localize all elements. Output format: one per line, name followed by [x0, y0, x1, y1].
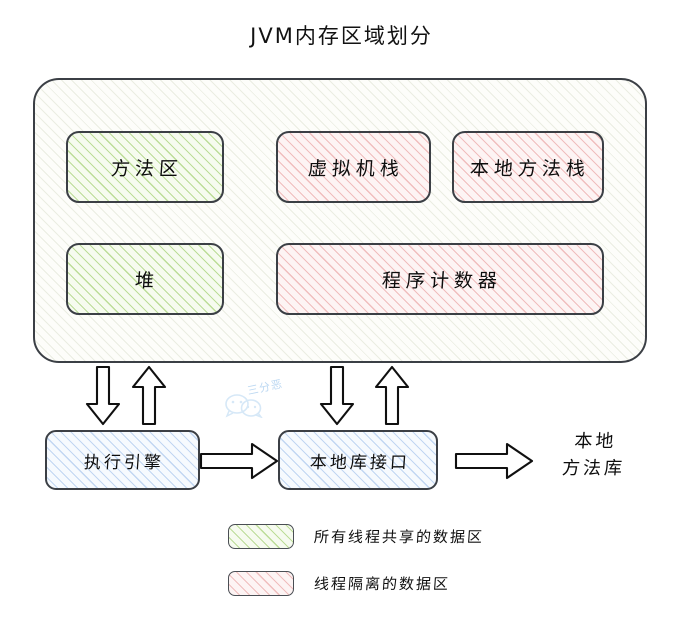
native-method-library-line-1: 本地: [573, 431, 618, 452]
legend: 所有线程共享的数据区 线程隔离的数据区: [228, 521, 485, 615]
vm-stack-label: 虚拟机栈: [307, 157, 405, 180]
arrow-down-icon-right: [319, 365, 355, 426]
arrow-right-icon-engine-to-interface: [199, 442, 279, 480]
method-area-label: 方法区: [110, 157, 185, 180]
native-method-stack-label: 本地方法栈: [469, 157, 592, 180]
program-counter-box[interactable]: 程序计数器: [276, 243, 604, 315]
page-title: JVM内存区域划分: [250, 24, 433, 48]
arrow-up-icon-right: [374, 365, 410, 426]
legend-row-isolated: 线程隔离的数据区: [228, 568, 484, 598]
execution-engine-label: 执行引擎: [83, 452, 165, 473]
legend-row-shared: 所有线程共享的数据区: [228, 521, 485, 551]
native-method-library-line-2: 方法库: [561, 458, 626, 479]
execution-engine-box[interactable]: 执行引擎: [45, 430, 200, 490]
legend-swatch-isolated: [228, 570, 294, 596]
legend-swatch-shared: [228, 523, 294, 549]
native-library-interface-box[interactable]: 本地库接口: [278, 430, 438, 490]
arrow-up-icon-left: [131, 365, 167, 426]
native-library-interface-label: 本地库接口: [308, 452, 411, 473]
native-method-stack-box[interactable]: 本地方法栈: [452, 131, 604, 203]
legend-label-isolated: 线程隔离的数据区: [313, 574, 451, 593]
heap-label: 堆: [134, 269, 161, 292]
runtime-data-area-container: [33, 78, 647, 363]
watermark-text: 三分恶: [246, 377, 285, 398]
vm-stack-box[interactable]: 虚拟机栈: [276, 131, 431, 203]
legend-label-shared: 所有线程共享的数据区: [313, 527, 485, 546]
arrow-down-icon-left: [85, 365, 121, 426]
heap-box[interactable]: 堆: [66, 243, 224, 315]
native-method-library-label: 本地 方法库: [536, 428, 650, 482]
method-area-box[interactable]: 方法区: [66, 131, 224, 203]
arrow-right-icon-interface-to-library: [454, 442, 534, 480]
wechat-watermark-icon: [225, 394, 263, 418]
program-counter-label: 程序计数器: [381, 269, 504, 292]
